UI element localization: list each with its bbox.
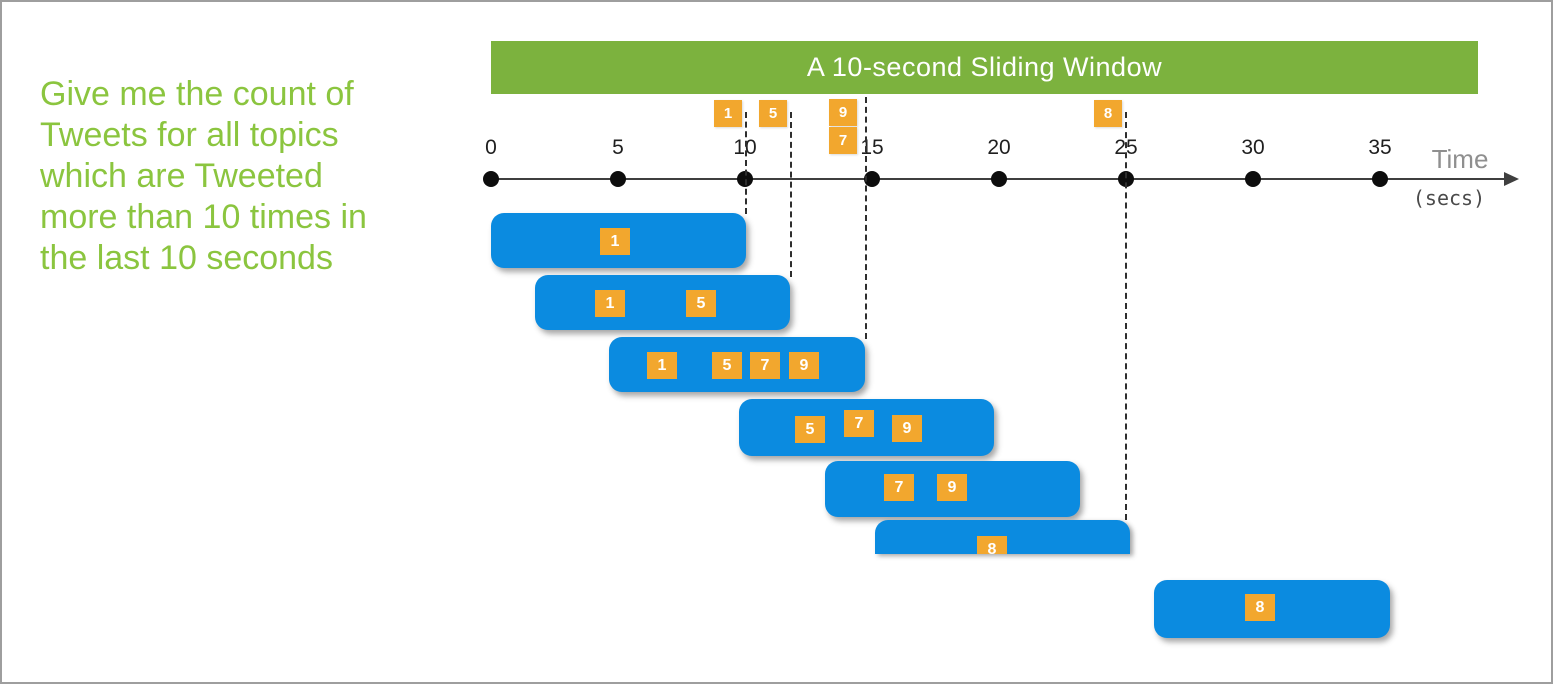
event-marker: 7 [829, 127, 857, 154]
sliding-window: 8 [875, 520, 1130, 554]
timeline-tick-dot [1245, 171, 1261, 187]
event-badge: 1 [595, 290, 625, 317]
event-badge: 9 [937, 474, 967, 501]
query-text-line: the last 10 seconds [40, 239, 333, 277]
event-dashed-line [865, 97, 867, 339]
event-badge: 7 [884, 474, 914, 501]
query-text-line: Give me the count of [40, 75, 354, 113]
event-badge: 8 [977, 536, 1007, 554]
event-dashed-line [745, 112, 747, 214]
timeline-tick-label: 0 [485, 136, 497, 159]
timeline-tick-label: 30 [1241, 136, 1265, 159]
time-axis-label: Time [1431, 144, 1489, 174]
query-text-line: Tweets for all topics [40, 116, 339, 154]
query-text-line: more than 10 times in [40, 198, 367, 236]
timeline-tick-dot [991, 171, 1007, 187]
sliding-window: 8 [1154, 580, 1390, 638]
query-text-line: which are Tweeted [40, 157, 323, 195]
timeline-tick-label: 5 [612, 136, 624, 159]
event-marker: 1 [714, 100, 742, 127]
event-badge: 9 [789, 352, 819, 379]
event-badge: 9 [892, 415, 922, 442]
timeline-arrow-icon [1504, 172, 1519, 186]
event-badge: 5 [686, 290, 716, 317]
event-dashed-line [1125, 112, 1127, 520]
event-badge: 1 [600, 228, 630, 255]
timeline-tick-dot [610, 171, 626, 187]
event-marker: 5 [759, 100, 787, 127]
sliding-window: 1 [491, 213, 746, 268]
banner-label: A 10-second Sliding Window [806, 52, 1163, 82]
timeline-tick-dot [483, 171, 499, 187]
event-marker: 9 [829, 99, 857, 126]
event-badge: 1 [647, 352, 677, 379]
timeline-tick-label: 10 [733, 136, 757, 159]
event-badge: 8 [1245, 594, 1275, 621]
event-badge: 5 [795, 416, 825, 443]
sliding-window-banner: A 10-second Sliding Window [491, 41, 1478, 94]
event-badge: 7 [844, 410, 874, 437]
event-badge: 5 [712, 352, 742, 379]
event-badge: 7 [750, 352, 780, 379]
timeline-tick-label: 20 [987, 136, 1011, 159]
event-dashed-line [790, 112, 792, 277]
time-axis-units-label: (secs) [1412, 186, 1486, 210]
timeline-tick-dot [864, 171, 880, 187]
timeline-tick-label: 35 [1368, 136, 1392, 159]
event-marker: 8 [1094, 100, 1122, 127]
timeline-tick-dot [1372, 171, 1388, 187]
